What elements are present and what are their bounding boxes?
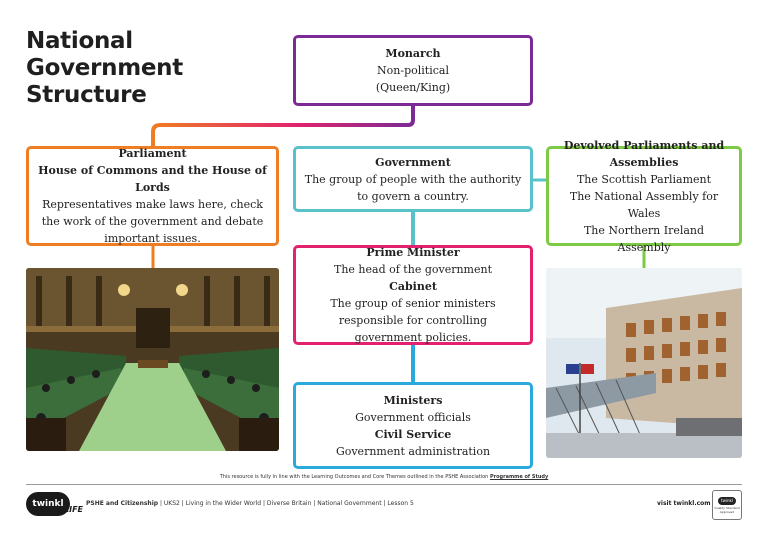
quality-badge: twinkl Quality Standard Approved: [712, 490, 742, 520]
node-devolved: Devolved Parliaments and Assemblies The …: [546, 139, 742, 254]
civil-service-text: Government administration: [335, 444, 491, 458]
parliament-text: Representatives make laws here, check th…: [41, 198, 264, 245]
badge-caption: Quality Standard Approved: [714, 505, 740, 514]
programme-of-study-link[interactable]: Programme of Study: [489, 474, 549, 480]
footer-subject: PSHE and Citizenship: [86, 500, 159, 507]
node-parliament: Parliament House of Commons and the Hous…: [26, 146, 279, 246]
devolved-heading: Devolved Parliaments and Assemblies: [563, 138, 725, 169]
twinkl-logo: twinkl: [26, 492, 70, 516]
devolved-line1: The Scottish Parliament: [576, 172, 712, 186]
footer-divider: [26, 484, 742, 485]
connector-monarch-parliament: [151, 106, 415, 146]
node-government: Government The group of people with the …: [293, 146, 533, 212]
civil-service-heading: Civil Service: [374, 427, 452, 441]
parliament-heading: Parliament: [118, 147, 187, 160]
resource-note-text: This resource is fully in line with the …: [219, 474, 489, 480]
twinkl-logo-text: twinkl: [32, 499, 64, 509]
visit-link[interactable]: visit twinkl.com: [657, 500, 711, 507]
ministers-heading: Ministers: [383, 393, 443, 407]
devolved-line2: The National Assembly for Wales: [569, 189, 719, 220]
devolved-line3: The Northern Ireland Assembly: [583, 223, 705, 254]
monarch-line1: Non-political: [377, 64, 449, 77]
ministers-text1: Government officials: [355, 410, 471, 424]
footer-details: | UKS2 | Living in the Wider World | Div…: [158, 500, 414, 507]
cabinet-text: The group of senior ministers responsibl…: [330, 297, 496, 344]
government-heading: Government: [375, 155, 451, 169]
house-of-commons-image: [26, 268, 279, 451]
parliament-subheading: House of Commons and the House of Lords: [38, 164, 267, 194]
cabinet-heading: Cabinet: [389, 280, 437, 293]
node-ministers: Ministers Government officials Civil Ser…: [293, 382, 533, 469]
resource-note: This resource is fully in line with the …: [0, 474, 768, 480]
scottish-parliament-image: [546, 268, 742, 458]
footer-breadcrumb: PSHE and Citizenship | UKS2 | Living in …: [86, 500, 414, 507]
node-prime-minister: Prime Minister The head of the governmen…: [293, 245, 533, 345]
page-title: National Government Structure: [26, 28, 183, 108]
badge-logo: twinkl: [718, 496, 736, 505]
monarch-line2: (Queen/King): [375, 81, 451, 94]
government-text: The group of people with the authority t…: [304, 172, 522, 203]
life-tag: LIFE: [64, 505, 84, 514]
pm-heading: Prime Minister: [366, 246, 460, 259]
monarch-heading: Monarch: [385, 47, 441, 60]
node-monarch: Monarch Non-political (Queen/King): [293, 35, 533, 106]
pm-text1: The head of the government: [334, 263, 492, 276]
